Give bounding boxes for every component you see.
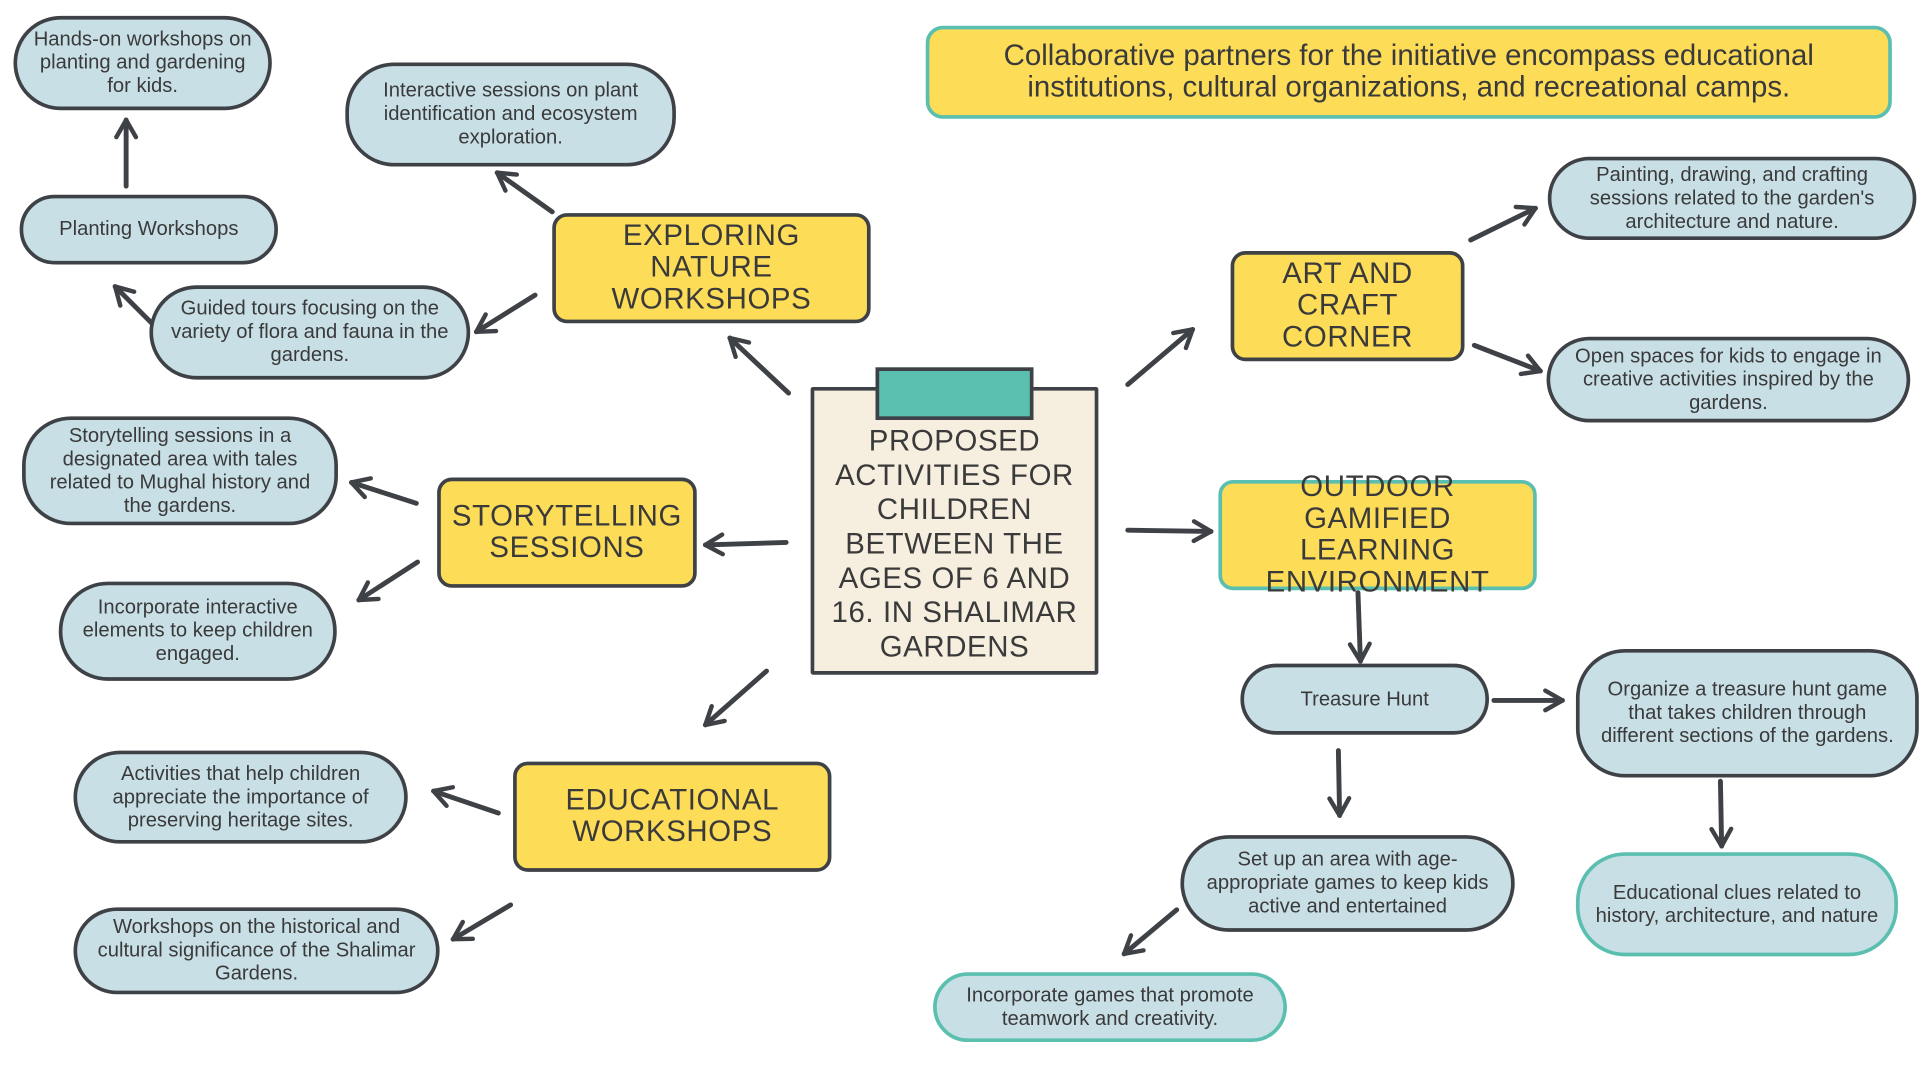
- detail-teamwork-games: Incorporate games that promote teamwork …: [933, 972, 1287, 1043]
- arrow-exploring-to-guided: [473, 292, 538, 335]
- arrow-storytelling-to-tales: [348, 476, 419, 506]
- arrow-center-to-outdoor: [1125, 519, 1214, 544]
- clipboard-clip: [875, 367, 1034, 421]
- central-topic-title: PROPOSED ACTIVITIES FOR CHILDREN BETWEEN…: [831, 424, 1078, 664]
- arrow-art-to-open: [1471, 342, 1543, 377]
- arrow-center-to-exploring: [727, 335, 792, 396]
- detail-heritage-sites: Activities that help children appreciate…: [73, 750, 408, 844]
- category-educational: EDUCATIONAL WORKSHOPS: [513, 761, 832, 872]
- detail-guided-tours: Guided tours focusing on the variety of …: [149, 285, 471, 380]
- arrow-treasure-to-age-games: [1327, 748, 1352, 818]
- arrow-educational-to-historical: [450, 902, 514, 942]
- detail-historical-significance: Workshops on the historical and cultural…: [73, 907, 440, 995]
- arrow-age-games-to-teamwork: [1121, 907, 1180, 957]
- central-topic: PROPOSED ACTIVITIES FOR CHILDREN BETWEEN…: [810, 386, 1099, 675]
- detail-open-spaces: Open spaces for kids to engage in creati…: [1546, 336, 1911, 423]
- partners-banner: Collaborative partners for the initiativ…: [925, 25, 1892, 119]
- partners-banner-text: Collaborative partners for the initiativ…: [1003, 39, 1814, 105]
- arrow-outdoor-to-treasure: [1347, 590, 1372, 664]
- detail-educational-clues: Educational clues related to history, ar…: [1575, 852, 1898, 957]
- arrow-art-to-painting: [1468, 204, 1538, 243]
- arrow-storytelling-to-interactive: [356, 559, 421, 603]
- category-exploring-nature: EXPLORING NATURE WORKSHOPS: [552, 213, 871, 324]
- detail-storytelling-tales: Storytelling sessions in a designated ar…: [22, 416, 338, 526]
- category-outdoor-gamified: OUTDOOR GAMIFIED LEARNING ENVIRONMENT: [1218, 471, 1537, 598]
- arrow-educational-to-heritage: [431, 785, 501, 816]
- detail-hands-on-workshops: Hands-on workshops on planting and garde…: [13, 15, 272, 111]
- category-storytelling: STORYTELLING SESSIONS: [437, 477, 697, 588]
- category-art-craft: ART AND CRAFT CORNER: [1230, 251, 1465, 362]
- detail-planting-workshops: Planting Workshops: [19, 194, 278, 265]
- detail-plant-identification: Interactive sessions on plant identifica…: [345, 62, 676, 167]
- arrow-center-to-educational: [702, 668, 769, 728]
- detail-organize-treasure-hunt: Organize a treasure hunt game that takes…: [1575, 648, 1919, 778]
- detail-interactive-elements: Incorporate interactive elements to keep…: [58, 581, 337, 681]
- arrow-center-to-storytelling: [702, 532, 789, 557]
- arrow-organize-to-clues: [1709, 778, 1734, 849]
- detail-painting-drawing: Painting, drawing, and crafting sessions…: [1547, 156, 1917, 241]
- detail-age-appropriate-games: Set up an area with age-appropriate game…: [1180, 835, 1515, 932]
- arrow-center-to-art: [1125, 326, 1196, 387]
- arrow-exploring-to-plant-id: [494, 170, 555, 215]
- detail-treasure-hunt: Treasure Hunt: [1240, 663, 1489, 735]
